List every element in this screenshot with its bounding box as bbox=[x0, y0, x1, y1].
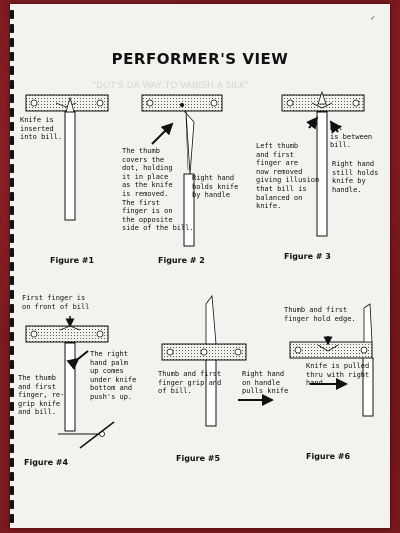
figure-2-drawing bbox=[141, 94, 223, 247]
binding-hole bbox=[10, 430, 14, 439]
figure-4-caption-right-hand: The right hand palm up comes under knife… bbox=[90, 350, 137, 401]
binding-hole bbox=[10, 346, 14, 355]
binding-hole bbox=[10, 332, 14, 341]
figure-6-caption-pulled: Knife is pulled thru with right hand. bbox=[306, 362, 370, 388]
binding-hole bbox=[10, 472, 14, 481]
binding-hole bbox=[10, 122, 14, 131]
binding-hole bbox=[10, 66, 14, 75]
figure-4-label: Figure #4 bbox=[24, 458, 69, 467]
figure-6-caption-edge: Thumb and first finger hold edge. bbox=[284, 306, 356, 323]
binding-hole bbox=[10, 290, 14, 299]
page-title: PERFORMER'S VIEW bbox=[111, 50, 289, 68]
binding-hole bbox=[10, 248, 14, 257]
binding-hole bbox=[10, 444, 14, 453]
figure-5-label: Figure #5 bbox=[176, 454, 221, 463]
binding-hole bbox=[10, 38, 14, 47]
binding-hole bbox=[10, 206, 14, 215]
figure-4-caption-thumb: The thumb and first finger, re- grip kni… bbox=[18, 374, 65, 417]
figure-1-drawing bbox=[25, 94, 109, 221]
knife-blade-icon bbox=[205, 294, 217, 345]
illustrations bbox=[25, 90, 374, 449]
figure-4-drawing bbox=[25, 316, 115, 449]
binding-hole bbox=[10, 136, 14, 145]
figure-5-drawing bbox=[161, 294, 274, 427]
figure-4-caption-first-finger: First finger is on front of bill bbox=[22, 294, 90, 311]
figure-3-label: Figure # 3 bbox=[284, 252, 331, 261]
figure-1-label: Figure #1 bbox=[50, 256, 95, 265]
figure-5-caption-thumb: Thumb and first finger grip and of bill. bbox=[158, 370, 222, 396]
knife-handle-icon bbox=[64, 111, 76, 221]
binding-hole bbox=[10, 402, 14, 411]
figure-3-drawing bbox=[281, 90, 365, 237]
binding-hole bbox=[10, 234, 14, 243]
binding-hole bbox=[10, 388, 14, 397]
spiral-binding bbox=[10, 4, 16, 528]
faint-bleedthrough-text: "DOT'S DA WAY TO VANISH A SILK" bbox=[92, 81, 250, 91]
binding-hole bbox=[10, 178, 14, 187]
figure-3-caption-right-hand: Right hand still holds knife by handle. bbox=[332, 160, 379, 194]
binding-hole bbox=[10, 416, 14, 425]
knife-handle-icon bbox=[316, 111, 328, 237]
binding-hole bbox=[10, 24, 14, 33]
binding-hole bbox=[10, 192, 14, 201]
binding-hole bbox=[10, 164, 14, 173]
binding-hole bbox=[10, 318, 14, 327]
instruction-page: ✓ "DOT'S DA WAY TO VANISH A SILK" PERFOR… bbox=[10, 4, 390, 528]
knife-blade-icon bbox=[363, 303, 373, 343]
figure-2-caption-right-hand: Right hand holds knife by handle bbox=[192, 174, 239, 200]
figure-6-drawing bbox=[289, 303, 374, 417]
binding-hole bbox=[10, 262, 14, 271]
binding-hole bbox=[10, 150, 14, 159]
binding-hole bbox=[10, 10, 14, 19]
figure-2-caption-thumb: The thumb covers the dot, holding it in … bbox=[122, 147, 194, 233]
binding-hole bbox=[10, 360, 14, 369]
knife-handle-icon bbox=[362, 357, 374, 417]
corner-mark: ✓ bbox=[370, 14, 376, 22]
figure-1-caption: Knife is inserted into bill. bbox=[20, 116, 63, 142]
binding-hole bbox=[10, 514, 14, 523]
binding-hole bbox=[10, 94, 14, 103]
dot-icon bbox=[180, 103, 184, 107]
binding-hole bbox=[10, 304, 14, 313]
bill-seal-icon bbox=[30, 99, 38, 107]
knife-handle-icon bbox=[205, 359, 217, 427]
binding-hole bbox=[10, 458, 14, 467]
binding-hole bbox=[10, 220, 14, 229]
bill-seal-icon bbox=[96, 99, 104, 107]
figure-6-label: Figure #6 bbox=[306, 452, 351, 461]
knife-handle-icon bbox=[183, 173, 195, 247]
figure-3-caption-left-thumb: Left thumb and first finger are now remo… bbox=[256, 142, 320, 211]
figure-5-caption-right-hand: Right hand on handle pulls knife bbox=[242, 370, 289, 396]
knife-handle-icon bbox=[64, 342, 76, 432]
figure-2-label: Figure # 2 bbox=[158, 256, 205, 265]
binding-hole bbox=[10, 374, 14, 383]
binding-hole bbox=[10, 80, 14, 89]
binding-hole bbox=[10, 500, 14, 509]
figure-3-caption-dot: Dot is between bill. bbox=[330, 124, 373, 150]
binding-hole bbox=[10, 486, 14, 495]
binding-hole bbox=[10, 52, 14, 61]
binding-hole bbox=[10, 108, 14, 117]
binding-hole bbox=[10, 276, 14, 285]
